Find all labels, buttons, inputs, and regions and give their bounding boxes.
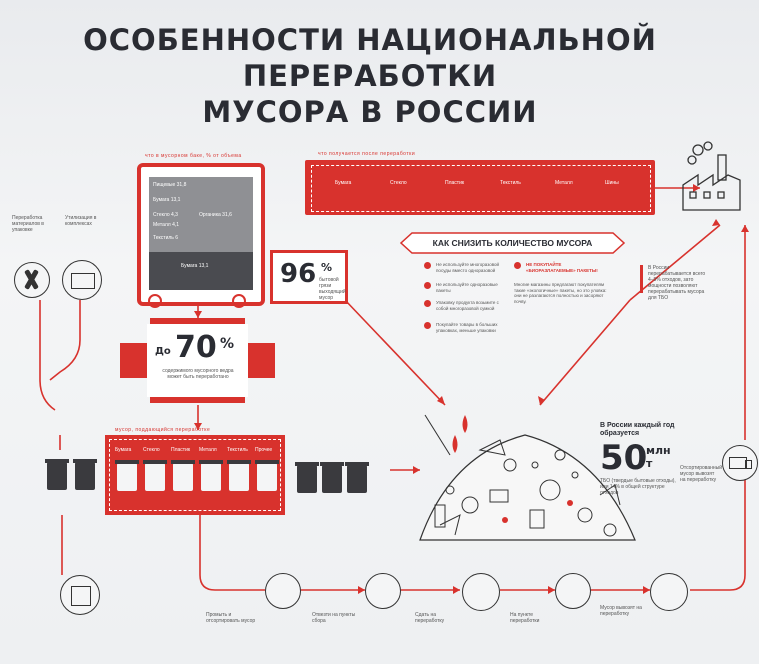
garbage-pile-illustration [419, 414, 636, 541]
truck-icon [722, 445, 758, 481]
sorted-label-0: Бумага [115, 447, 132, 453]
bicycle-icon [365, 573, 401, 609]
annual-note: ТБО (твердые бытовые отходы), или 14% в … [600, 478, 676, 496]
title-line-1: ОСОБЕННОСТИ НАЦИОНАЛЬНОЙ ПЕРЕРАБОТКИ [83, 23, 657, 93]
product-3: Текстиль [500, 180, 521, 186]
howto-item-1: Не используйте одноразовые пакеты [436, 282, 498, 293]
howto-dot-0 [424, 262, 431, 269]
stat-70-text: содержимого мусорного ведра может быть п… [162, 368, 234, 380]
sorted-bin-1 [143, 460, 167, 491]
howto-warning-dot [514, 262, 521, 269]
product-2: Пластик [445, 180, 465, 186]
bin-wheel-right [232, 294, 246, 308]
annual-unit-top: млн [646, 444, 671, 457]
product-0: Бумага [335, 180, 352, 186]
stat-96-unit: % [321, 261, 333, 274]
right-column-label: Отсортированный мусор вывозят на перераб… [680, 465, 723, 483]
sorted-bins-panel: Бумага Стекло Пластик Металл Текстиль Пр… [105, 435, 285, 515]
howto-warning-header: НЕ ПОКУПАЙТЕ «БИОРАЗЛАГАЕМЫЕ» ПАКЕТЫ! [526, 262, 598, 273]
bin-upper-fill [149, 177, 253, 252]
howto-item-3: Покупайте товары в больших упаковках, ме… [436, 322, 498, 333]
bin-item-2: Стекло 4,3 [153, 212, 178, 218]
composition-bin: Пищевые 31,8 Бумага 13,1 Стекло 4,3 Мета… [137, 163, 265, 306]
sorted-bins-caption: мусор, поддающийся переработке [115, 427, 211, 433]
tap-icon [265, 573, 301, 609]
step-0: Промыть и отсортировать мусор [206, 612, 256, 624]
howto-warning-text: Многие магазины предлагают покупателям т… [514, 282, 607, 304]
stat-96-text: бытовой грязи выходящий мусор [319, 277, 346, 301]
sorted-bin-5 [255, 460, 279, 491]
step-2: Сдать на переработку [415, 612, 445, 624]
bin-footer: Бумага 13,1 [181, 263, 209, 269]
sorted-label-5: Прочее [255, 447, 273, 453]
left-bin-1 [73, 459, 97, 490]
bin-lower-fill [149, 252, 253, 290]
bin-item-5: Органика 31,6 [199, 212, 232, 218]
stat-70-box: До 70 % содержимого мусорного ведра може… [120, 318, 275, 403]
title-line-2: МУСОРА В РОССИИ [202, 95, 538, 129]
water-tank-icon [62, 260, 102, 300]
right-note-text: В России перерабатывается всего 4–5% отх… [648, 265, 706, 301]
product-4: Металл [555, 180, 573, 186]
bin-item-0: Пищевые 31,8 [153, 182, 187, 188]
product-5: Шины [605, 180, 619, 186]
left-label-b: Утилизация в комплексах [65, 215, 97, 227]
product-1: Стекло [390, 180, 407, 186]
stat-70-prefix: До [155, 346, 171, 357]
bin-caption: что в мусорном баке, % от объема [145, 153, 242, 159]
factory-icon [682, 141, 741, 211]
left-label-a: Переработка материалов в упаковке [12, 215, 44, 233]
sorted-label-3: Металл [199, 447, 217, 453]
bin-wheel-left [148, 294, 162, 308]
howto-dot-1 [424, 282, 431, 289]
bin-item-1: Бумага 13,1 [153, 197, 181, 203]
poster-title: ОСОБЕННОСТИ НАЦИОНАЛЬНОЙ ПЕРЕРАБОТКИ МУС… [40, 22, 700, 130]
sorted-label-1: Стекло [143, 447, 160, 453]
step-3: На пункте переработки [510, 612, 540, 624]
howto-title-banner: КАК СНИЗИТЬ КОЛИЧЕСТВО МУСОРА [400, 232, 625, 254]
stat-70-unit: % [220, 336, 235, 352]
general-bin-2 [345, 462, 369, 493]
howto-item-0: Не используйте многоразовой посуды вмест… [436, 262, 500, 273]
sorted-label-2: Пластик [171, 447, 191, 453]
sorted-bin-4 [227, 460, 251, 491]
clock-icon [462, 573, 500, 611]
howto-dot-2 [424, 300, 431, 307]
fan-icon [14, 262, 50, 298]
bin-item-4: Текстиль 6 [153, 235, 179, 241]
products-caption: что получается после переработки [318, 151, 416, 157]
left-bin-0 [45, 459, 69, 490]
annual-caption: В России каждый год образуется [600, 422, 675, 437]
sorted-bin-0 [115, 460, 139, 491]
step-4: Мусор вывозят на переработку [600, 605, 642, 617]
howto-dot-3 [424, 322, 431, 329]
stat-96-box: 96 % бытовой грязи выходящий мусор [270, 250, 348, 304]
annual-unit-bottom: т [646, 457, 653, 470]
annual-value: 50 [600, 438, 648, 478]
step-1: Отвезти на пункты сбора [312, 612, 356, 624]
stat-70-value: 70 [175, 330, 217, 365]
products-strip: Бумага Стекло Пластик Текстиль Металл Ши… [305, 160, 655, 215]
general-bin-0 [295, 462, 319, 493]
general-bin-1 [320, 462, 344, 493]
annual-stat: В России каждый год образуется 50 млн т … [600, 422, 695, 497]
press-icon [650, 573, 688, 611]
sort-icon [555, 573, 591, 609]
shirt-icon [60, 575, 100, 615]
bin-item-3: Металл 4,1 [153, 222, 180, 228]
sorted-bin-2 [171, 460, 195, 491]
sorted-label-4: Текстиль [227, 447, 248, 453]
stat-96-value: 96 [280, 259, 317, 289]
howto-item-2: Упаковку продукта возьмите с собой много… [436, 300, 499, 311]
sorted-bin-3 [199, 460, 223, 491]
howto-title: КАК СНИЗИТЬ КОЛИЧЕСТВО МУСОРА [432, 238, 593, 248]
